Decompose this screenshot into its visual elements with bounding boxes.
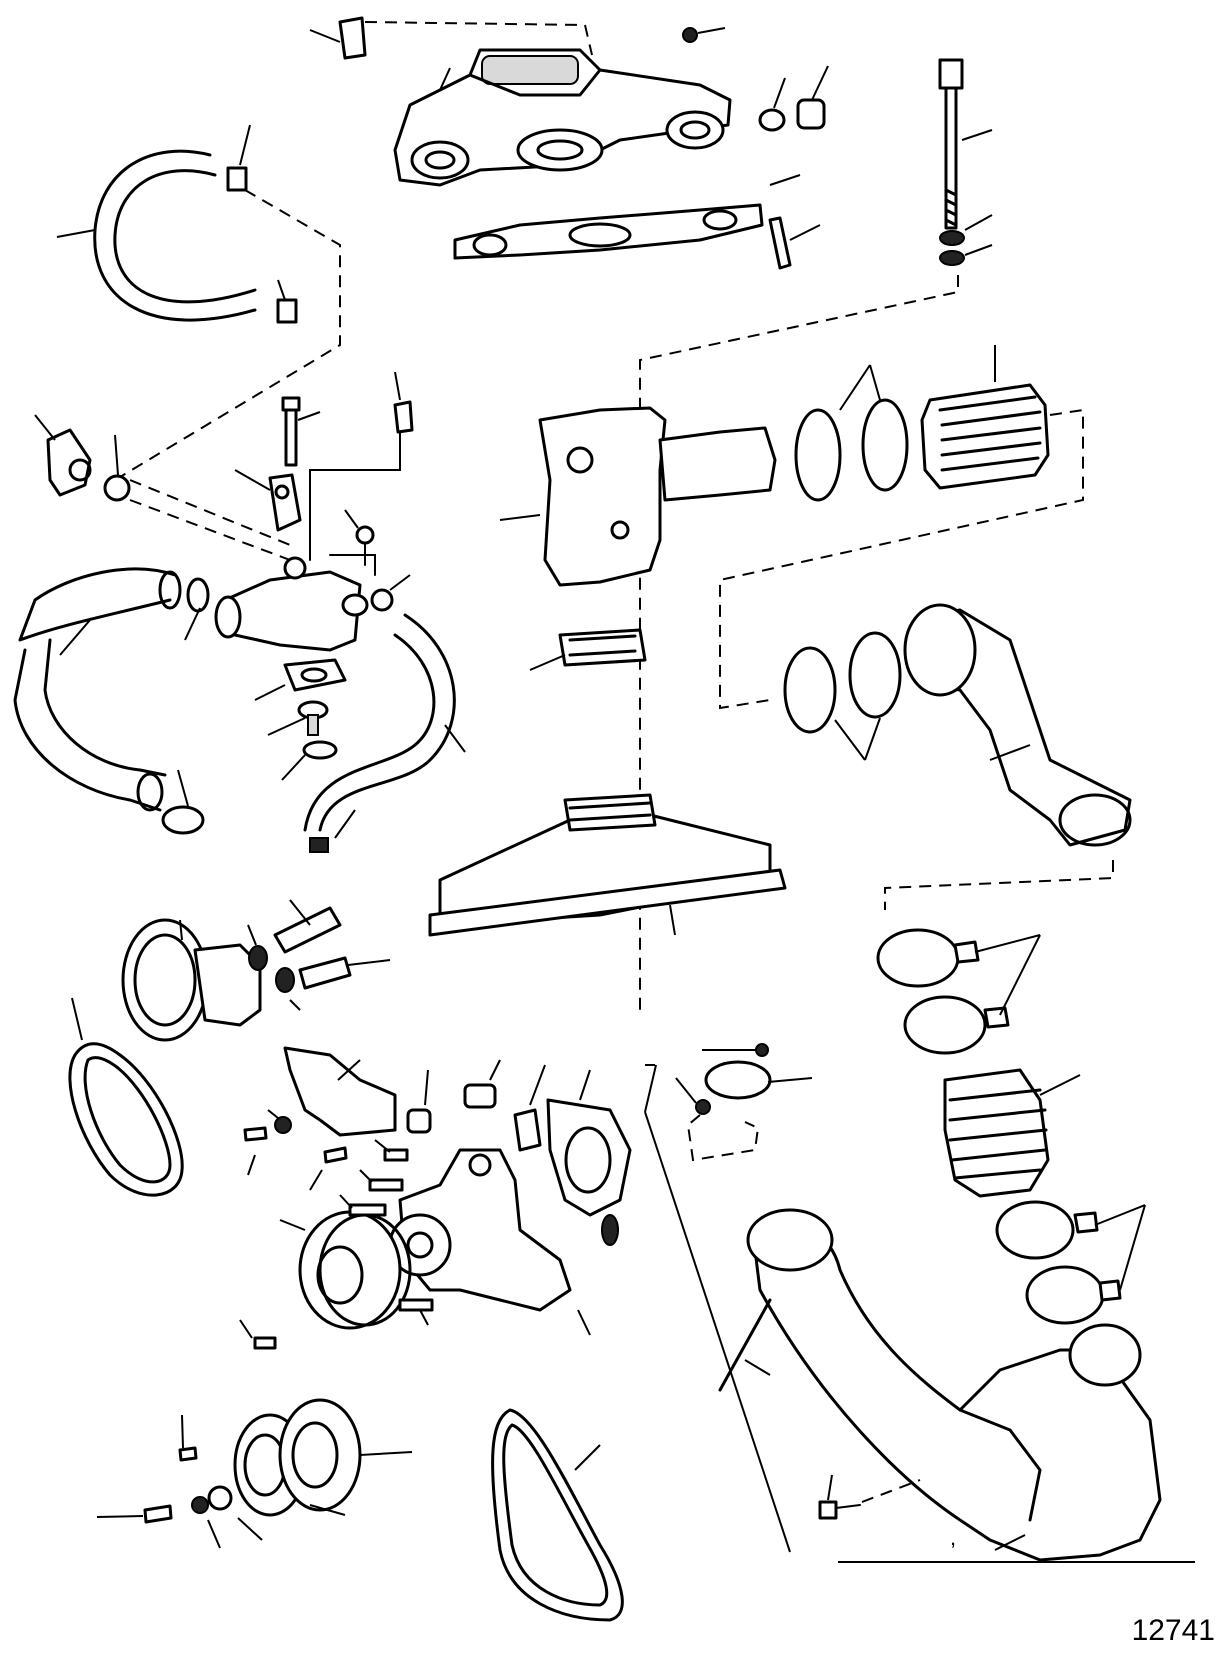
mount-bracket-small bbox=[234, 469, 302, 532]
hose-clamps-right-lower bbox=[995, 1200, 1146, 1325]
sensor-fitting bbox=[393, 371, 414, 434]
y-pipe bbox=[746, 1208, 1162, 1562]
exhaust-manifold-top bbox=[393, 48, 732, 187]
screw-small bbox=[344, 509, 375, 566]
bellows-upper bbox=[920, 345, 1050, 490]
bypass-hose bbox=[303, 574, 466, 853]
clamp-d bbox=[186, 577, 210, 613]
water-pump bbox=[388, 1148, 572, 1312]
clamp-b bbox=[276, 298, 298, 324]
clamp-a bbox=[226, 166, 248, 192]
clamp-e bbox=[161, 805, 205, 835]
thermostat-gasket bbox=[254, 658, 347, 701]
clamp-c bbox=[103, 474, 131, 502]
riser-block bbox=[529, 628, 647, 671]
hose-clamps-upper bbox=[794, 364, 909, 502]
pump-bracket bbox=[243, 1046, 397, 1191]
bellows-lower bbox=[943, 1068, 1081, 1198]
lower-left-hose bbox=[13, 567, 182, 812]
exhaust-manifold-lower bbox=[428, 793, 787, 937]
stud-top bbox=[768, 216, 821, 270]
pump-bolts bbox=[239, 1139, 434, 1350]
drive-belt bbox=[491, 1408, 624, 1622]
upper-left-hose bbox=[56, 124, 298, 324]
manifold-gasket bbox=[453, 203, 764, 260]
pump-fittings bbox=[247, 899, 391, 1011]
hose-clamps-right-upper bbox=[876, 928, 1041, 1055]
o-ring bbox=[302, 740, 338, 760]
water-pump-pulley bbox=[279, 1210, 412, 1330]
figure-number: 12741 bbox=[1131, 1614, 1215, 1647]
thermostat bbox=[267, 700, 329, 736]
elbow-pipe bbox=[903, 603, 1132, 847]
figure-mark: , bbox=[950, 1525, 957, 1550]
exhaust-elbow bbox=[499, 406, 777, 587]
plugs-gasket bbox=[406, 1059, 632, 1336]
nut-top bbox=[682, 27, 698, 43]
serpentine-belt-left bbox=[68, 997, 184, 1197]
manifold-bracket bbox=[309, 16, 367, 60]
thermostat-bolt bbox=[281, 396, 321, 467]
tee-fitting bbox=[34, 414, 92, 497]
cover-plate bbox=[675, 1043, 813, 1115]
crank-pulleys bbox=[96, 1398, 413, 1549]
long-bolt bbox=[938, 58, 993, 266]
sleeve-top bbox=[796, 98, 826, 130]
rod bbox=[718, 1298, 772, 1392]
sea-water-pump-pulley bbox=[121, 918, 262, 1042]
washer-top bbox=[758, 108, 786, 132]
bolt-bottom-right bbox=[818, 1474, 861, 1520]
hose-clamps-middle bbox=[783, 631, 902, 761]
thermostat-housing bbox=[214, 556, 369, 652]
